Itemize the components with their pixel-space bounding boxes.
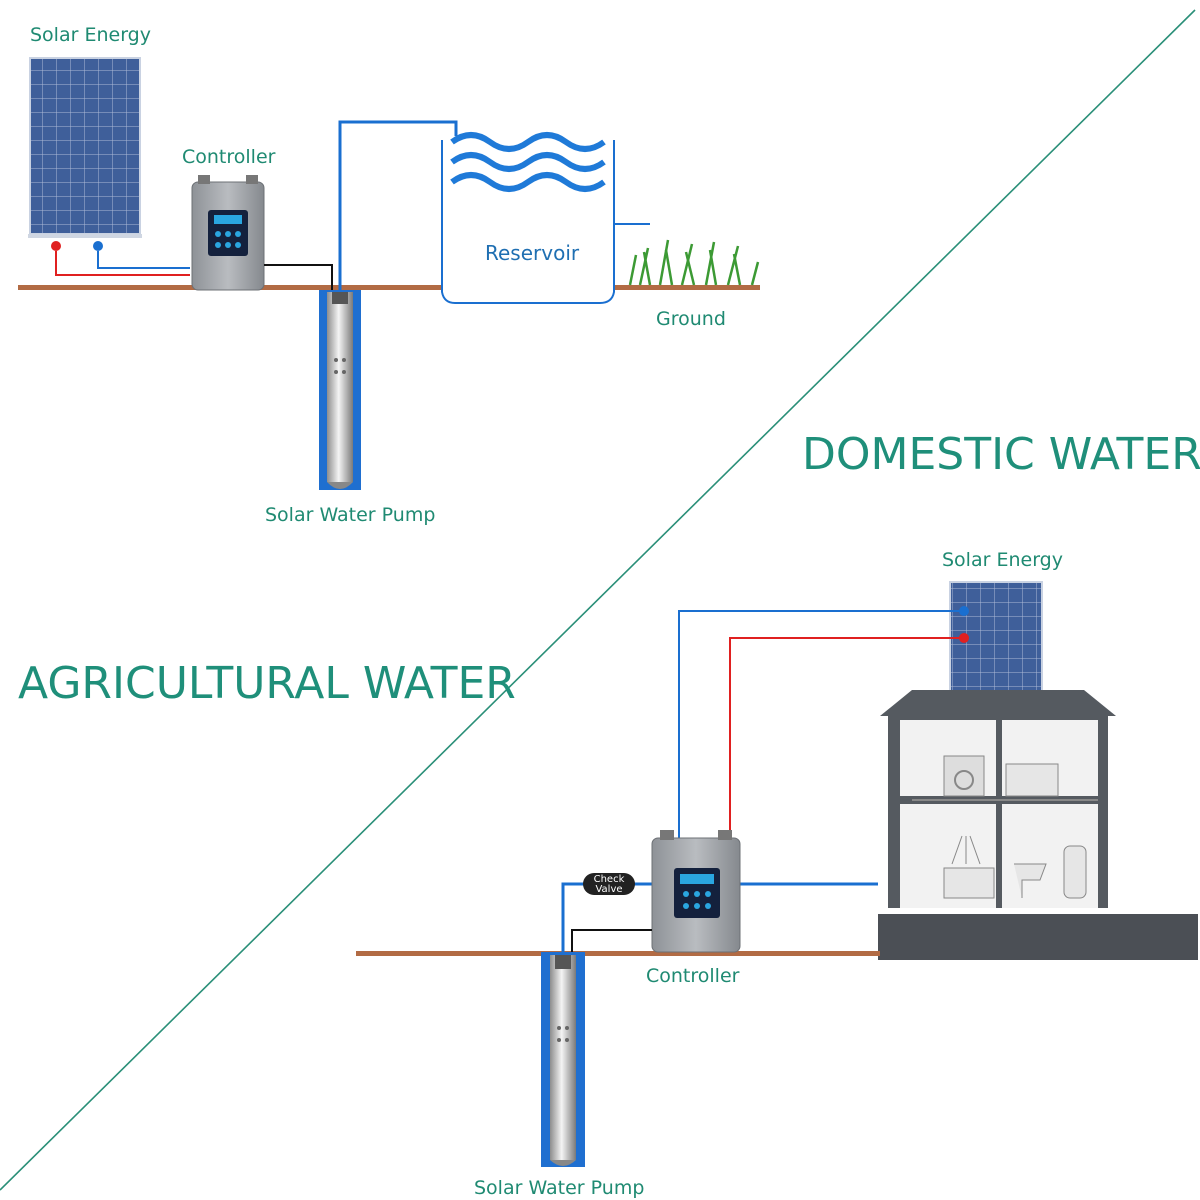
label-reservoir: Reservoir [485,241,580,265]
diagonal-divider [0,9,1196,1191]
solar-panel-top [28,57,142,238]
positive-terminal-icon [51,241,61,251]
label-solar-energy-top: Solar Energy [30,24,151,46]
ground-line-bottom [356,951,880,956]
well-bottom [541,952,585,1167]
well-top [319,290,361,490]
ground-line-top [18,285,760,290]
pump-cable-bottom [571,929,652,960]
blue-wire-top [97,251,190,269]
red-wire-top [55,251,190,276]
check-valve-label-2: Valve [595,884,622,895]
negative-terminal-icon [959,606,969,616]
negative-terminal-icon [93,241,103,251]
grass-icon [628,239,760,286]
label-controller-top: Controller [182,146,276,168]
heading-domestic-water: DOMESTIC WATER [802,429,1200,480]
label-ground: Ground [656,308,726,330]
positive-terminal-icon [959,633,969,643]
blue-wire-bottom [678,610,959,838]
controller-bottom [651,830,741,953]
water-pipe-top [338,120,458,292]
label-solar-water-pump-bottom: Solar Water Pump [474,1177,644,1199]
pump-cable-top [264,264,333,295]
label-solar-water-pump-top: Solar Water Pump [265,504,435,526]
house-foundation [878,914,1198,960]
label-solar-energy-bottom: Solar Energy [942,549,1063,571]
house [880,690,1116,908]
heading-agricultural-water: AGRICULTURAL WATER [18,658,516,709]
check-valve-label-1: Check [594,874,625,885]
controller-top [191,175,265,291]
red-wire-bottom [729,637,959,838]
check-valve: Check Valve [583,873,635,895]
reservoir-tank [441,132,650,304]
label-controller-bottom: Controller [646,965,740,987]
